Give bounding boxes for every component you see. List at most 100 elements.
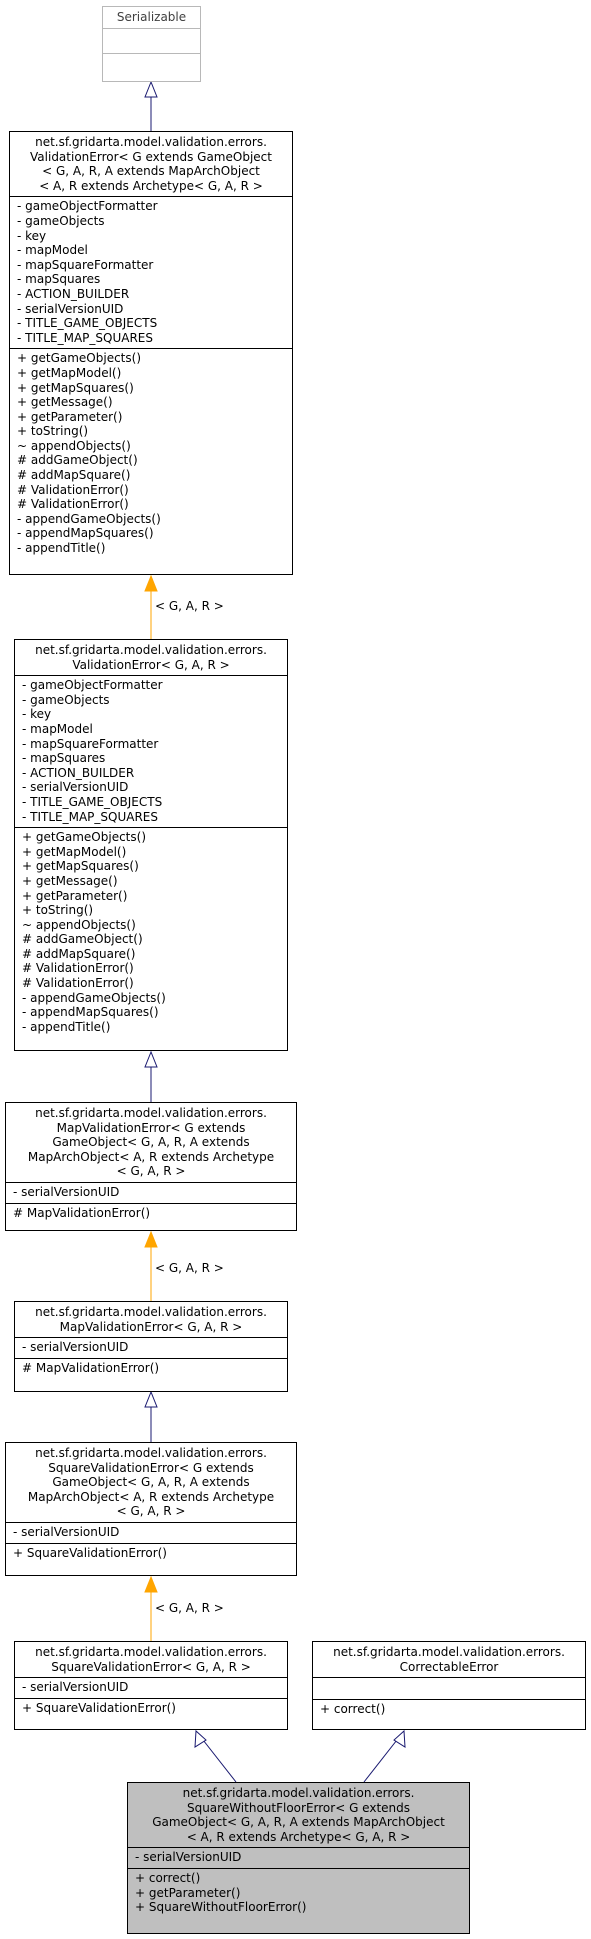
operations-compartment: + correct() <box>313 1699 585 1720</box>
attribute: - TITLE_MAP_SQUARES <box>22 809 159 824</box>
operation: # addGameObject() <box>22 932 143 947</box>
attribute: - gameObjectFormatter <box>22 678 163 693</box>
class-map-validation-error-generic[interactable]: net.sf.gridarta.model.validation.errors.… <box>5 1102 297 1231</box>
operation: - appendTitle() <box>22 1019 111 1034</box>
operation: + getParameter() <box>22 888 128 903</box>
class-correctable-error[interactable]: net.sf.gridarta.model.validation.errors.… <box>312 1641 586 1730</box>
attribute: - gameObjectFormatter <box>17 199 158 214</box>
edge-map-validation-error-to-validation-error <box>144 1050 158 1102</box>
operation: - appendMapSquares() <box>22 1005 159 1020</box>
operation: # ValidationError() <box>22 976 134 991</box>
class-title-line: net.sf.gridarta.model.validation.errors. <box>35 1645 267 1659</box>
attribute: - serialVersionUID <box>22 1340 129 1355</box>
attributes-compartment: - serialVersionUID <box>6 1521 296 1543</box>
operation: # addMapSquare() <box>22 946 136 961</box>
class-title-line: MapValidationError< G extends <box>56 1120 246 1135</box>
attributes-compartment <box>313 1677 585 1699</box>
attribute: - key <box>17 228 47 243</box>
operation: ~ appendObjects() <box>22 917 136 932</box>
operation: + getGameObjects() <box>17 351 141 366</box>
operation: + SquareValidationError() <box>22 1700 176 1715</box>
attribute: - serialVersionUID <box>22 780 129 795</box>
attributes-compartment: - gameObjectFormatter - gameObjects - ke… <box>10 196 292 348</box>
attribute: - mapSquares <box>22 751 106 766</box>
class-title-line: ValidationError< G, A, R > <box>72 657 230 672</box>
class-square-without-floor-error[interactable]: net.sf.gridarta.model.validation.errors.… <box>127 1782 470 1934</box>
operation: + getMessage() <box>17 395 113 410</box>
class-title-line: net.sf.gridarta.model.validation.errors. <box>35 135 267 149</box>
edge-validation-error-to-serializable <box>144 80 158 131</box>
class-title-line: < A, R extends Archetype< G, A, R > <box>186 1829 411 1844</box>
attributes-compartment: - serialVersionUID <box>128 1847 469 1868</box>
operation: + toString() <box>17 424 89 439</box>
operation: + getMapSquares() <box>22 859 139 874</box>
operation: # ValidationError() <box>17 482 129 497</box>
attribute: - key <box>22 707 52 722</box>
attribute: - mapModel <box>17 243 88 258</box>
attribute: - serialVersionUID <box>135 1850 242 1865</box>
class-title: net.sf.gridarta.model.validation.errors.… <box>313 1642 585 1677</box>
class-title-line: < G, A, R > <box>116 1504 186 1519</box>
class-title-line: Serializable <box>116 10 187 24</box>
operation: # MapValidationError() <box>13 1205 151 1220</box>
operation: + SquareValidationError() <box>13 1545 167 1560</box>
operation: + toString() <box>22 903 94 918</box>
attribute: - serialVersionUID <box>13 1524 120 1539</box>
class-title-line: < G, A, R, A extends MapArchObject <box>42 164 260 179</box>
operations-compartment: + getGameObjects() + getMapModel() + get… <box>15 827 287 1037</box>
class-title-line: MapArchObject< A, R extends Archetype <box>27 1489 275 1504</box>
attribute: - TITLE_GAME_OBJECTS <box>22 794 163 809</box>
operation: + getMessage() <box>22 873 118 888</box>
class-title-line: net.sf.gridarta.model.validation.errors. <box>35 1106 267 1120</box>
class-serializable[interactable]: Serializable <box>102 6 201 82</box>
binding-label-validation-error: < G, A, R > <box>155 599 224 613</box>
operation: - appendGameObjects() <box>17 511 161 526</box>
operations-compartment: + getGameObjects() + getMapModel() + get… <box>10 348 292 558</box>
class-title-line: GameObject< G, A, R, A extends <box>52 1135 250 1150</box>
class-square-validation-error-bound[interactable]: net.sf.gridarta.model.validation.errors.… <box>14 1641 288 1730</box>
attribute: - TITLE_GAME_OBJECTS <box>17 316 158 331</box>
class-title-line: net.sf.gridarta.model.validation.errors. <box>35 1446 267 1460</box>
operations-compartment: # MapValidationError() <box>6 1202 296 1224</box>
attribute: - mapSquareFormatter <box>17 257 154 272</box>
operation: + getMapSquares() <box>17 380 134 395</box>
class-map-validation-error-bound[interactable]: net.sf.gridarta.model.validation.errors.… <box>14 1301 288 1392</box>
attributes-compartment: - serialVersionUID <box>6 1181 296 1203</box>
operation: # addMapSquare() <box>17 468 131 483</box>
attribute: - TITLE_MAP_SQUARES <box>17 330 154 345</box>
edge-square-validation-error-to-map-validation-error <box>144 1390 158 1442</box>
class-title: Serializable <box>103 7 200 28</box>
edge-binding-square-validation-error <box>144 1575 158 1641</box>
class-title-line: SquareValidationError< G, A, R > <box>51 1659 251 1674</box>
attribute: - serialVersionUID <box>17 301 124 316</box>
class-title: net.sf.gridarta.model.validation.errors.… <box>15 1642 287 1677</box>
attribute: - mapSquareFormatter <box>22 736 159 751</box>
class-title-line: net.sf.gridarta.model.validation.errors. <box>35 1305 267 1319</box>
class-title-line: net.sf.gridarta.model.validation.errors. <box>35 643 267 657</box>
operation: + correct() <box>135 1870 201 1885</box>
operation: # addGameObject() <box>17 453 138 468</box>
edge-binding-validation-error <box>144 574 158 639</box>
binding-label-map-validation-error: < G, A, R > <box>155 1261 224 1275</box>
operation: + getParameter() <box>135 1885 241 1900</box>
class-title-line: < G, A, R > <box>116 1164 186 1179</box>
operation: # MapValidationError() <box>22 1360 160 1375</box>
attributes-compartment <box>103 27 200 53</box>
operations-compartment: # MapValidationError() <box>15 1357 287 1379</box>
class-square-validation-error-generic[interactable]: net.sf.gridarta.model.validation.errors.… <box>5 1442 297 1576</box>
class-title-line: SquareWithoutFloorError< G extends <box>186 1800 411 1815</box>
operations-compartment: + SquareValidationError() <box>15 1697 287 1719</box>
class-title: net.sf.gridarta.model.validation.errors.… <box>15 1302 287 1337</box>
class-title-line: MapValidationError< G, A, R > <box>59 1319 243 1334</box>
class-title-line: net.sf.gridarta.model.validation.errors. <box>333 1645 565 1659</box>
class-title-line: CorrectableError <box>399 1659 499 1674</box>
operation: ~ appendObjects() <box>17 438 131 453</box>
class-validation-error-generic[interactable]: net.sf.gridarta.model.validation.errors.… <box>9 131 293 575</box>
class-validation-error-bound[interactable]: net.sf.gridarta.model.validation.errors.… <box>14 639 288 1051</box>
operation: - appendTitle() <box>17 541 106 556</box>
attribute: - gameObjects <box>17 213 105 228</box>
class-title-line: SquareValidationError< G extends <box>48 1460 254 1475</box>
attribute: - serialVersionUID <box>13 1184 120 1199</box>
operation: + getMapModel() <box>17 365 122 380</box>
operations-compartment: + SquareValidationError() <box>6 1542 296 1564</box>
